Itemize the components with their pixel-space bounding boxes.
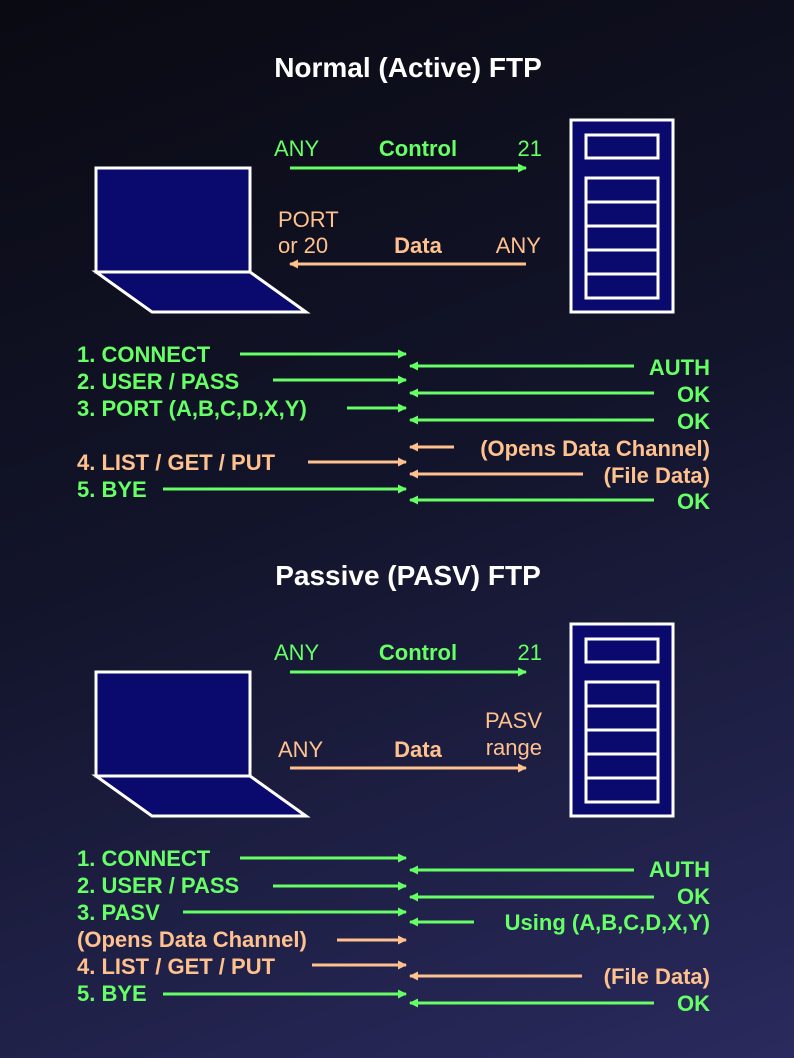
passive-step-4: (Opens Data Channel): [77, 927, 307, 952]
active-control-src: ANY: [274, 136, 320, 161]
passive-step-1: 1. CONNECT: [77, 846, 211, 871]
server-icon: [569, 622, 675, 818]
passive-reply-2: OK: [677, 884, 710, 909]
client-laptop-icon: [91, 670, 311, 818]
active-reply-5: (File Data): [604, 463, 710, 488]
passive-control-src: ANY: [274, 640, 320, 665]
passive-step-3: 3. PASV: [77, 900, 160, 925]
passive-reply-3: Using (A,B,C,D,X,Y): [505, 910, 710, 935]
passive-reply-4: (File Data): [604, 964, 710, 989]
active-step-4: 4. LIST / GET / PUT: [77, 450, 276, 475]
active-control-dst: 21: [518, 136, 542, 161]
active-reply-3: OK: [677, 409, 710, 434]
passive-step-5: 4. LIST / GET / PUT: [77, 954, 276, 979]
active-step-3: 3. PORT (A,B,C,D,X,Y): [77, 396, 307, 421]
passive-data-label: Data: [394, 737, 442, 762]
active-reply-1: AUTH: [649, 355, 710, 380]
active-reply-4: (Opens Data Channel): [480, 436, 710, 461]
passive-reply-5: OK: [677, 991, 710, 1016]
server-icon: [569, 118, 675, 314]
active-step-2: 2. USER / PASS: [77, 369, 239, 394]
passive-step-2: 2. USER / PASS: [77, 873, 239, 898]
active-step-5: 5. BYE: [77, 477, 147, 502]
passive-section: Passive (PASV) FTP ANY Control 21 ANY Da…: [77, 560, 710, 1016]
passive-step-6: 5. BYE: [77, 981, 147, 1006]
passive-control-label: Control: [379, 640, 457, 665]
passive-control-dst: 21: [518, 640, 542, 665]
client-laptop-icon: [91, 166, 311, 314]
passive-data-dst-line2: range: [486, 735, 542, 760]
passive-reply-1: AUTH: [649, 857, 710, 882]
active-data-dst: ANY: [496, 233, 542, 258]
active-control-label: Control: [379, 136, 457, 161]
passive-data-src: ANY: [278, 737, 324, 762]
active-data-src-line2: or 20: [278, 233, 328, 258]
active-data-label: Data: [394, 233, 442, 258]
passive-data-dst-line1: PASV: [485, 708, 542, 733]
passive-title: Passive (PASV) FTP: [275, 560, 541, 591]
active-step-1: 1. CONNECT: [77, 342, 211, 367]
active-title: Normal (Active) FTP: [274, 52, 542, 83]
active-reply-2: OK: [677, 382, 710, 407]
active-data-src-line1: PORT: [278, 207, 339, 232]
active-reply-6: OK: [677, 489, 710, 514]
active-section: Normal (Active) FTP ANY Control 21 PORT …: [77, 52, 710, 514]
